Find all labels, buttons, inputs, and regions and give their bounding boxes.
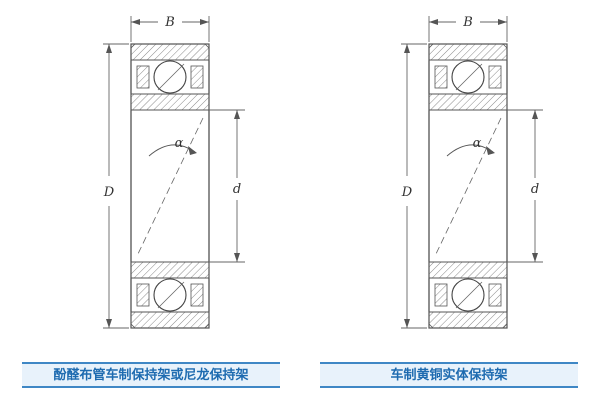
dimension-D xyxy=(103,43,129,329)
chamfers xyxy=(130,43,210,329)
caption-bar-left: 酚醛布管车制保持架或尼龙保持架 xyxy=(22,362,280,388)
dimension-d xyxy=(209,109,245,263)
ring-sections xyxy=(428,43,508,329)
dim-label-D: D xyxy=(103,185,115,200)
dim-label-B: B xyxy=(164,15,175,30)
bearing-drawing-right: B D d α xyxy=(401,15,543,329)
caption-bar-right: 车制黄铜实体保持架 xyxy=(320,362,578,388)
dimension-B xyxy=(428,16,508,42)
balls xyxy=(153,60,187,312)
contact-lines xyxy=(136,63,204,309)
dim-label-alpha: α xyxy=(473,136,482,151)
dim-label-d: d xyxy=(531,182,539,197)
angle-arc xyxy=(446,144,495,157)
dimension-d xyxy=(507,109,543,263)
chamfers xyxy=(428,43,508,329)
ring-sections xyxy=(130,43,210,329)
bearing-drawing-left: B D d xyxy=(103,15,245,329)
bearing-diagram-right: B D d α xyxy=(320,6,578,400)
cage-sections xyxy=(136,65,204,307)
contact-lines xyxy=(434,63,502,309)
dim-label-d: d xyxy=(233,182,241,197)
caption-text-left: 酚醛布管车制保持架或尼龙保持架 xyxy=(53,367,249,382)
caption-text-right: 车制黄铜实体保持架 xyxy=(390,367,508,382)
dimension-D xyxy=(401,43,427,329)
dimension-B xyxy=(130,16,210,42)
dim-label-D: D xyxy=(401,185,413,200)
angle-arc xyxy=(148,144,197,157)
cage-sections xyxy=(434,65,502,307)
dim-label-B: B xyxy=(462,15,473,30)
bearing-diagram-left: B D d xyxy=(22,6,280,400)
dim-label-alpha: α xyxy=(175,136,184,151)
balls xyxy=(451,60,485,312)
